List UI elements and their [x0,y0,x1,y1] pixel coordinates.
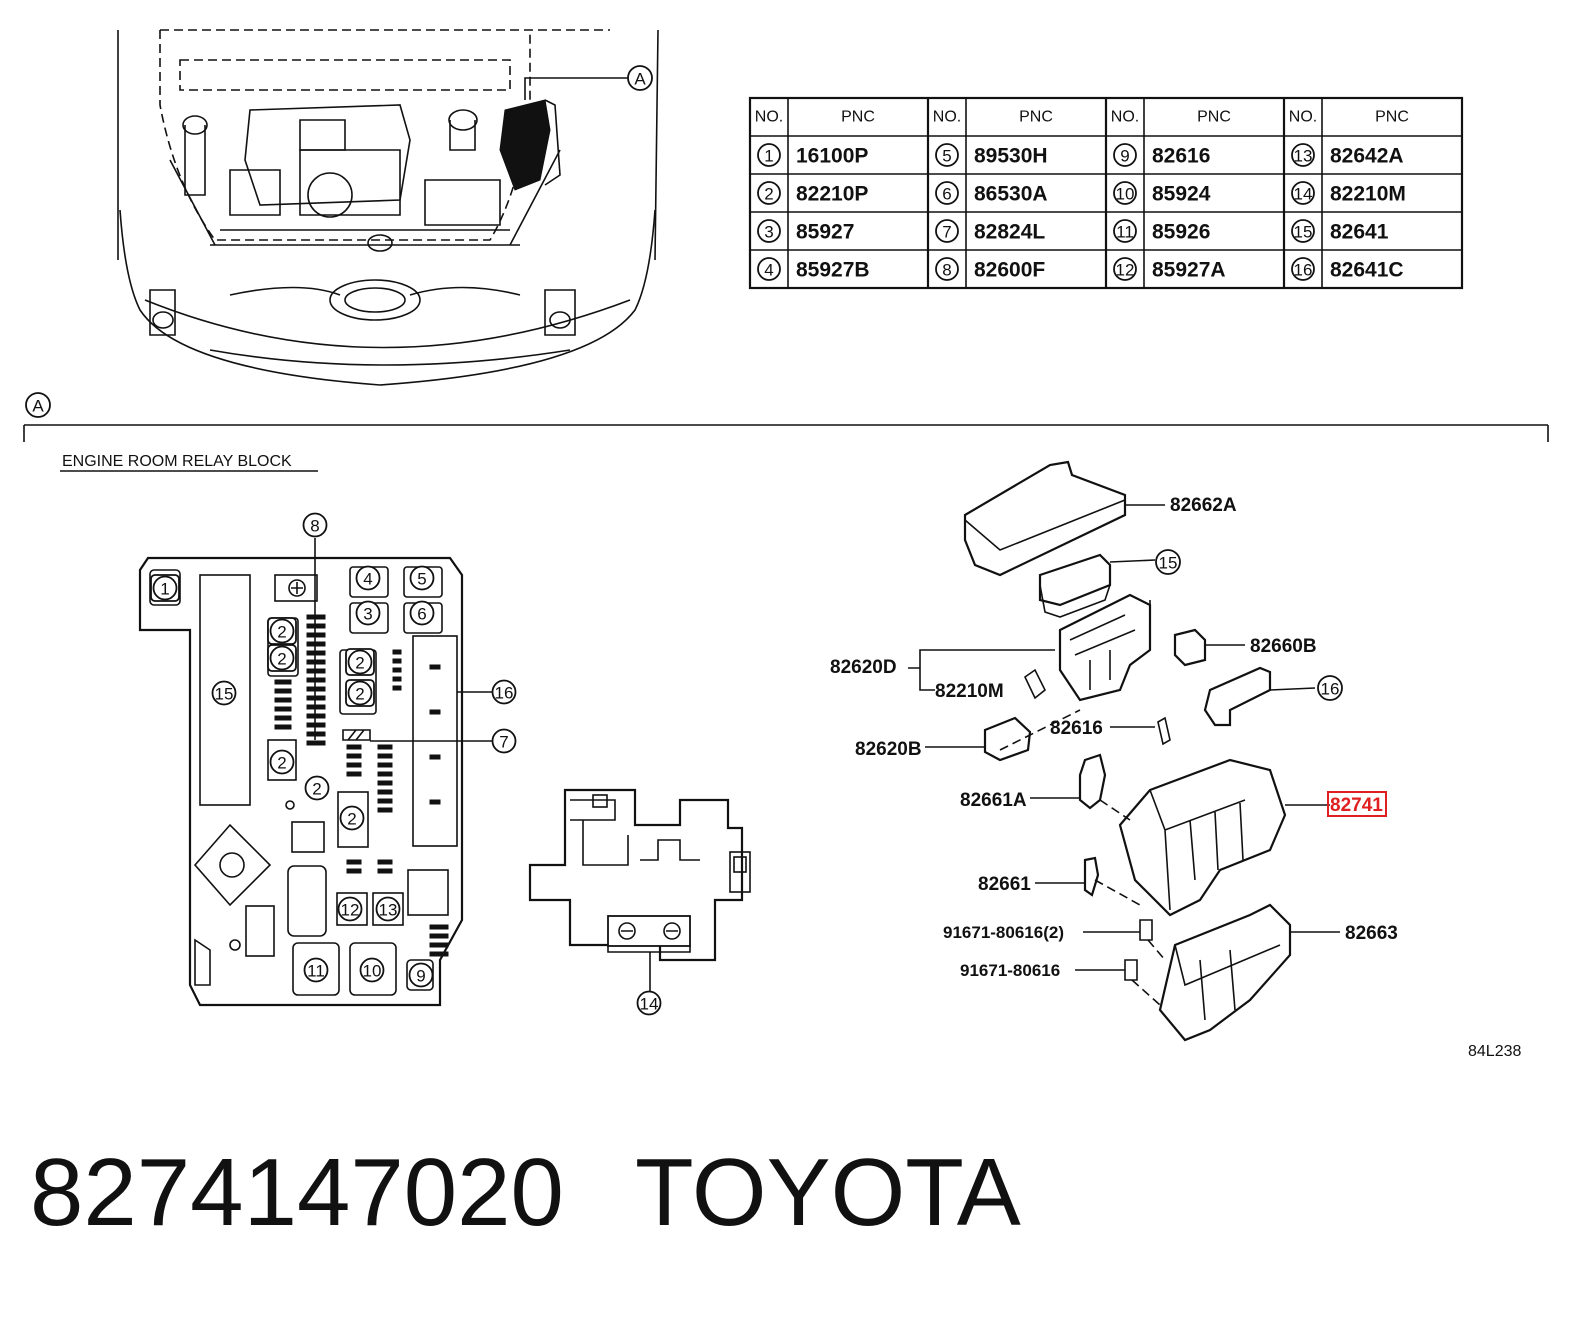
label-82210m: 82210M [935,681,1004,702]
label-circle-16: 16 [1321,680,1340,699]
relay-block-item-number: 2 [312,780,321,799]
table-item-no: 7 [942,223,951,242]
label-82660b: 82660B [1250,636,1317,657]
table-item-pnc[interactable]: 86530A [974,183,1048,206]
table-item-pnc[interactable]: 82641C [1330,259,1404,282]
part-number: 8274147020 [30,1139,564,1246]
label-82620d: 82620D [830,657,897,678]
table-item-no: 6 [942,185,951,204]
table-item-pnc[interactable]: 85926 [1152,221,1210,244]
table-item-pnc[interactable]: 85924 [1152,183,1211,206]
diagram-code: 84L238 [1468,1043,1521,1060]
table-item-pnc[interactable]: 85927A [1152,259,1226,282]
callout-a-top: A [634,70,646,89]
table-item-pnc[interactable]: 82210P [796,183,868,206]
table-header-no: NO. [933,109,961,126]
table-item-no: 12 [1116,261,1135,280]
relay-block-item-number: 9 [416,967,425,986]
table-item-no: 2 [764,185,773,204]
label-82741-highlighted[interactable]: 82741 [1330,795,1383,816]
relay-block-item-number: 2 [277,623,286,642]
table-item-pnc[interactable]: 82641 [1330,221,1389,244]
table-item-no: 3 [764,223,773,242]
table-header-no: NO. [755,109,783,126]
exploded-view [908,460,1387,1042]
table-header-no: NO. [1289,109,1317,126]
table-item-pnc[interactable]: 85927 [796,221,854,244]
label-bolt-91671-80616: 91671-80616 [960,961,1060,980]
label-82662a: 82662A [1170,495,1237,516]
table-item-pnc[interactable]: 82600F [974,259,1045,282]
fuse-stripes [274,614,449,957]
relay-block-item-number: 5 [417,570,426,589]
relay-block-item-number: 1 [160,580,169,599]
table-item-pnc[interactable]: 16100P [796,145,868,168]
brand-name: TOYOTA [635,1139,1021,1246]
exploded-labels: 82662A 15 82660B 82620D 82210M 16 82616 … [830,495,1398,980]
table-item-no: 11 [1116,223,1134,242]
table-item-no: 9 [1120,147,1129,166]
table-header-pnc: PNC [1197,109,1231,126]
section-title: ENGINE ROOM RELAY BLOCK [62,453,292,470]
label-bolt-91671-80616-2: 91671-80616(2) [943,923,1064,942]
relay-block-item-number: 10 [363,962,382,981]
relay-block-item-number: 4 [363,570,372,589]
table-header-pnc: PNC [1019,109,1053,126]
pnc-table: NO. PNC 1 16100P 2 82210P 3 85927 4 85927B NO. PNC 5… [748,96,1464,290]
label-82616: 82616 [1050,718,1103,739]
table-item-no: 8 [942,261,951,280]
highlight-box [1327,791,1387,817]
label-82663: 82663 [1345,923,1398,944]
table-item-pnc[interactable]: 82642A [1330,145,1404,168]
relay-block-item-number: 13 [379,901,398,920]
label-circle-15: 15 [1159,554,1178,573]
table-item-pnc[interactable]: 82824L [974,221,1045,244]
relay-block-item-number: 2 [277,754,286,773]
relay-block-item-number: 7 [499,733,508,752]
table-item-no: 16 [1294,261,1313,280]
relay-block-item-number: 2 [277,650,286,669]
section-a-divider: A ENGINE ROOM RELAY BLOCK [23,392,1549,472]
table-header-pnc: PNC [1375,109,1409,126]
relay-side-view [528,788,751,992]
relay-block-item-number: 12 [341,901,360,920]
relay-block-item-number: 6 [417,605,426,624]
table-item-no: 15 [1294,223,1313,242]
relay-block-item-number: 2 [355,685,364,704]
table-item-pnc[interactable]: 89530H [974,145,1048,168]
relay-block-item-number: 3 [363,605,372,624]
table-item-no: 4 [764,261,773,280]
table-item-pnc[interactable]: 82616 [1152,145,1210,168]
table-header-no: NO. [1111,109,1139,126]
label-82661a: 82661A [960,790,1027,811]
table-item-no: 1 [764,147,773,166]
relay-block-item-number: 11 [307,962,325,981]
relay-block-item-number: 16 [495,684,514,703]
label-82661: 82661 [978,874,1031,895]
relay-block-item-number: 14 [640,995,659,1014]
table-item-pnc[interactable]: 82210M [1330,183,1406,206]
table-item-pnc[interactable]: 85927B [796,259,870,282]
relay-block-item-number: 15 [215,685,234,704]
table-item-no: 5 [942,147,951,166]
relay-block-item-number: 2 [347,810,356,829]
table-item-no: 13 [1294,147,1313,166]
callout-a-section: A [32,397,44,416]
table-header-pnc: PNC [841,109,875,126]
relay-block-item-number: 2 [355,654,364,673]
label-82620b: 82620B [855,739,922,760]
relay-block-item-number: 8 [310,517,319,536]
table-item-no: 14 [1294,185,1313,204]
table-item-no: 10 [1116,185,1135,204]
car-engine-bay-illustration: A [117,29,659,386]
